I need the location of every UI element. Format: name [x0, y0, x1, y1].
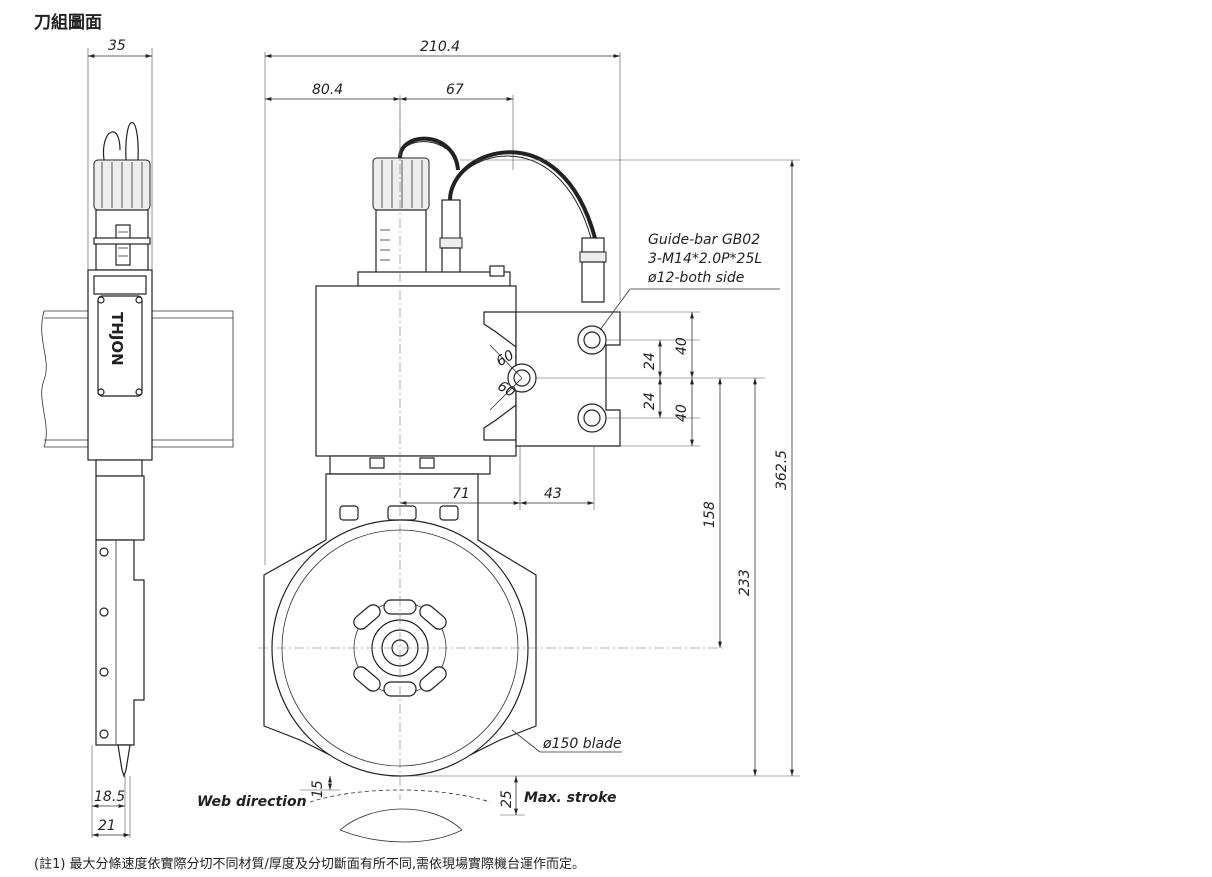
- dim-43: 43: [544, 486, 562, 502]
- brand-logo: THJON: [108, 312, 126, 366]
- label-blade: ø150 blade: [542, 736, 622, 752]
- label-guide-bar: Guide-bar GB02: [648, 232, 760, 248]
- dim-362-5: 362.5: [774, 450, 790, 490]
- dim-18-5: 18.5: [94, 789, 125, 805]
- dim-80-4: 80.4: [312, 82, 343, 98]
- side-view: THJON 35 18.5 21: [41, 38, 234, 838]
- dim-15: 15: [310, 780, 326, 798]
- dim-24-bottom: 24: [642, 392, 658, 410]
- rail-break: [41, 310, 47, 448]
- angle-60-top: 60: [494, 347, 518, 370]
- label-thread: 3-M14*2.0P*25L: [648, 251, 762, 267]
- dim-40-bottom: 40: [674, 404, 690, 422]
- footnote: (註1) 最大分條速度依實際分切不同材質/厚度及分切斷面有所不同,需依現場實際機…: [34, 857, 586, 872]
- side-blade-holder: [95, 539, 145, 746]
- label-max-stroke: Max. stroke: [524, 790, 616, 806]
- label-web-direction: Web direction: [197, 794, 307, 810]
- dim-25: 25: [499, 790, 515, 808]
- label-pin: ø12-both side: [647, 270, 744, 286]
- drawing-title: 刀組圖面: [34, 13, 102, 33]
- dim-35: 35: [108, 38, 126, 54]
- side-blade-tip: [117, 744, 131, 778]
- dim-158: 158: [702, 501, 718, 528]
- front-view: 210.4 80.4 67: [197, 39, 800, 843]
- main-housing: [315, 285, 517, 457]
- angle-60-bottom: 60: [495, 378, 519, 401]
- dim-71: 71: [452, 486, 470, 502]
- dim-67: 67: [446, 82, 464, 98]
- front-knob: [372, 157, 430, 211]
- dim-24-top: 24: [642, 352, 658, 370]
- dim-21: 21: [98, 818, 116, 834]
- dim-233: 233: [737, 569, 753, 596]
- dim-40-top: 40: [674, 337, 690, 355]
- dim-210-4: 210.4: [420, 39, 460, 55]
